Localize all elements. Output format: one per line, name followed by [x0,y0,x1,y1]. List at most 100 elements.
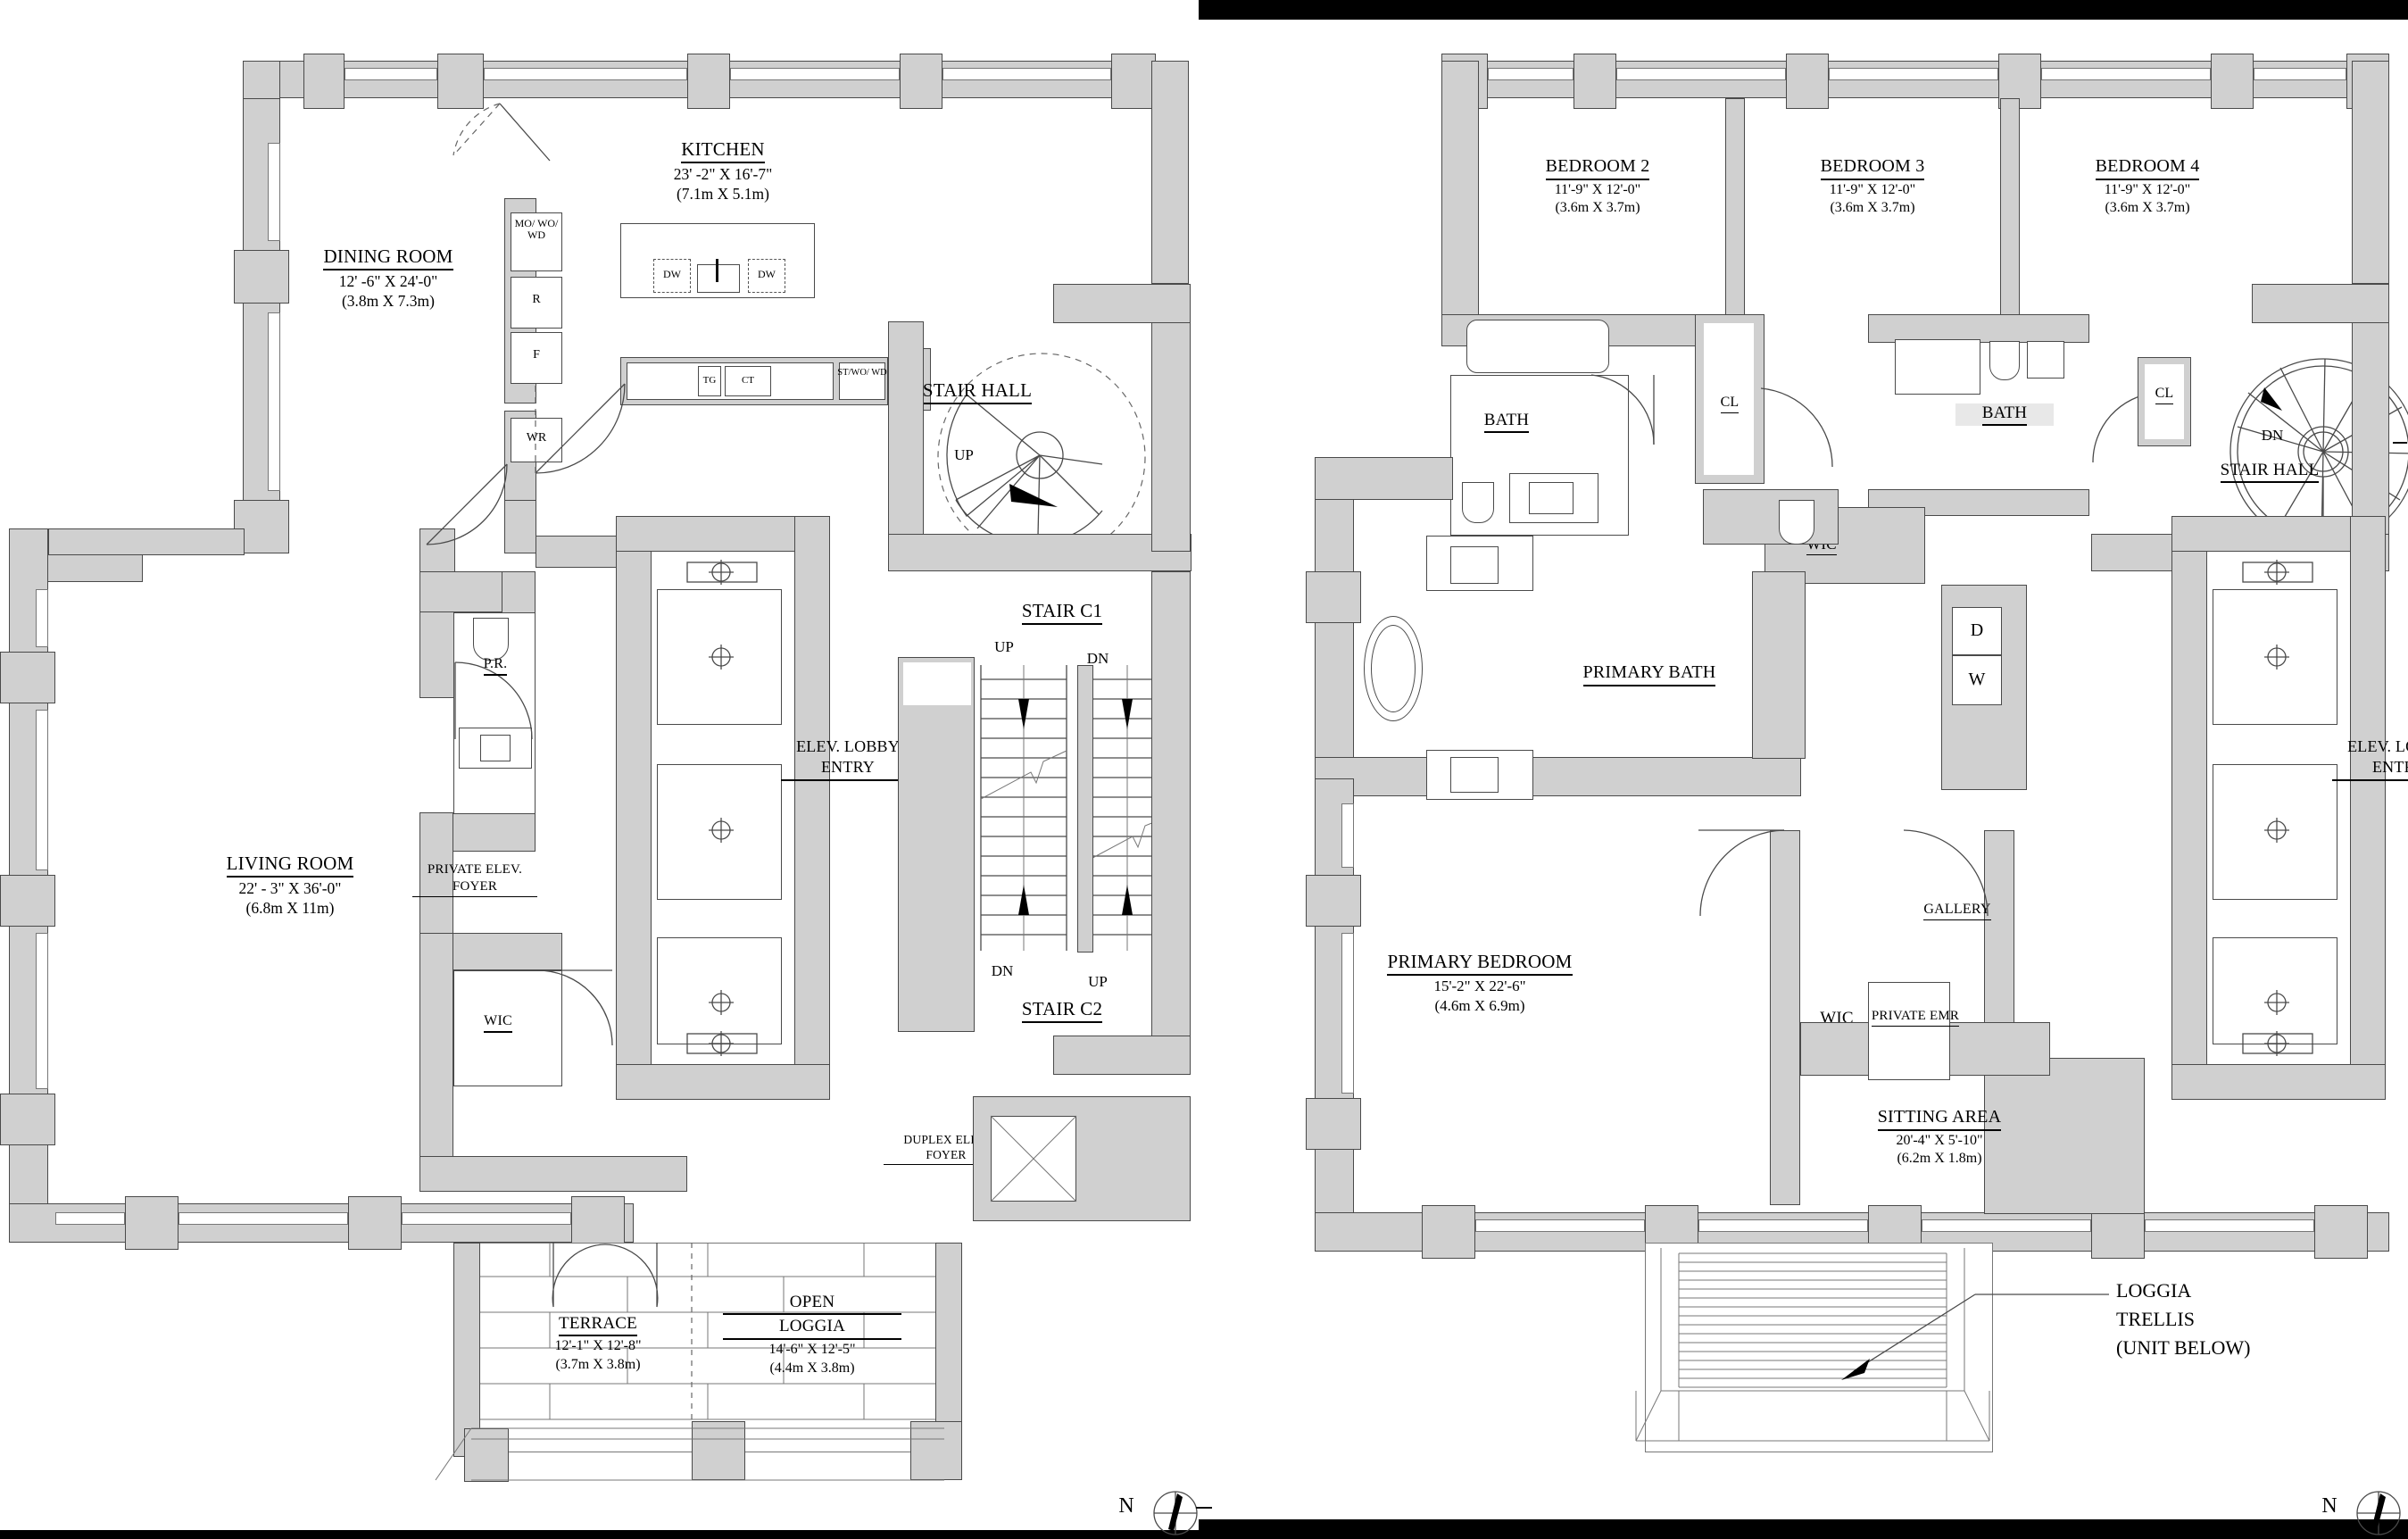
label-terrace-imperial: 12'-1" X 12'-8" [554,1338,642,1354]
r-wall-pbath-left-pier [1306,571,1361,623]
label-stair-c2-left-text: STAIR C2 [1021,998,1103,1023]
r-window-top-1 [1488,68,1574,80]
elevator-cab-3 [657,937,782,1044]
wic-room [453,970,562,1086]
label-pr: P.R. [451,656,540,676]
r-annotation-line3: (UNIT BELOW) [2116,1335,2251,1359]
label-living-room: LIVING ROOM 22' - 3" X 36'-0" (6.8m X 11… [152,853,428,918]
wic-door-swing [536,969,613,1046]
appliance-tag-tg: TG [702,375,717,386]
wall-living-bottom-pier2 [348,1196,402,1250]
r-trellis-outer [1645,1243,1993,1452]
window-dining-1 [268,143,280,241]
wall-living-left-pier1 [0,652,55,703]
kitchen-sink [697,264,740,293]
terrace-french-door [552,1243,659,1308]
r-wall-pbed-bottom-pier5 [2314,1205,2368,1259]
stair-mid-wall-left [1077,665,1093,953]
r-trellis-slats [1635,1248,1990,1442]
wall-loggia-pier-left [453,1243,480,1457]
pr-sink-basin [480,735,511,761]
wall-elev-block-bottom [616,1064,830,1100]
r-elevator-markers [2242,560,2313,1056]
kitchen-tg [698,366,721,396]
r-label-sitting-area-metric: (6.2m X 1.8m) [1897,1151,1982,1167]
r-window-top-3 [1829,68,1998,80]
r-cl2-inner [2145,364,2184,439]
wall-pier-top-5 [1111,54,1156,109]
r-bathtub-1 [1466,320,1609,373]
door-dining-kitchen-upper [453,103,551,162]
r-window-top-2 [1616,68,1786,80]
r-wall-pbath-toiletnook [1703,489,1839,545]
r-label-bedroom-3-imperial: 11'-9" X 12'-0" [1829,181,1916,197]
door-dining-entry [426,463,508,545]
window-living-bottom-3 [402,1212,571,1225]
top-black-bar [1199,0,2408,20]
bottom-black-bar [1199,1519,2408,1539]
r-appliance-w [1952,655,2002,705]
r-label-primary-bedroom-metric: (4.6m X 6.9m) [1434,996,1525,1014]
kitchen-faucet [716,259,718,282]
wall-dining-living-connector [48,528,245,555]
r-wall-bath2-bottom [1868,489,2089,516]
label-wic-left-text: WIC [484,1013,512,1033]
label-living-room-name: LIVING ROOM [226,853,354,878]
r-bath2-shower [1895,339,1980,395]
wall-pier-top-4 [900,54,942,109]
r-bath1-door [1590,374,1655,445]
label-open-loggia-imperial: 14'-6" X 12'-5" [768,1341,856,1357]
label-stair-c1-left: STAIR C1 [986,600,1138,625]
r-label-primary-bath-text: PRIMARY BATH [1582,662,1716,686]
r-wall-pbed-bottom-pier1 [1422,1205,1475,1259]
wall-elev-block-left [616,516,652,1096]
r-label-stair-hall-text: STAIR HALL [2220,461,2320,484]
r-label-cl-1: CL [1702,395,1757,413]
label-open-loggia-line2: LOGGIA [723,1317,901,1340]
north-label-left: N [1118,1494,1134,1518]
label-terrace-metric: (3.7m X 3.8m) [555,1357,641,1373]
appliance-tag-wr: WR [526,431,547,445]
r-label-bedroom-4-name: BEDROOM 4 [2095,156,2200,180]
wall-stairhall-left [888,321,924,553]
label-stair-c2-left: STAIR C2 [986,998,1138,1023]
north-label-right: N [2321,1494,2337,1518]
label-dining-room-metric: (3.8m X 7.3m) [341,292,436,311]
wall-living-bottom-pier1 [125,1196,179,1250]
r-wall-pbed-pier1 [1306,875,1361,927]
r-label-bedroom-2-metric: (3.6m X 3.7m) [1555,200,1640,216]
appliance-tag-st-wo-wd: ST/WO/ WD [837,368,887,378]
wall-living-right-upper [419,528,455,698]
r-wall-pbath-shower [1752,571,1806,759]
label-stair-c1-left-text: STAIR C1 [1021,600,1103,625]
window-living-bottom-1 [55,1212,125,1225]
terrace-railing [435,1427,944,1481]
r-label-stair-hall: STAIR HALL [2189,461,2350,484]
r-wall-stairhall-right [2352,284,2389,552]
label-stair-hall-left-text: STAIR HALL [922,379,1033,404]
r-label-bath-2-text: BATH [1981,403,2028,427]
r-wall-bed4-right [2352,61,2389,284]
r-wall-elev-right [2350,516,2386,1096]
r-wall-elev-bottom [2171,1064,2386,1100]
r-window-bottom-4 [2145,1219,2314,1232]
r-cl1-door [1760,387,1833,468]
r-bath2-sink [2027,341,2064,379]
window-dining-2 [268,312,280,491]
r-label-primary-bedroom-imperial: 15'-2" X 22'-6" [1433,977,1526,994]
r-window-top-4 [2041,68,2211,80]
wall-pier-top-3 [687,54,730,109]
stair-hall-direction-up: UP [954,446,974,463]
wall-right-kitchen [1151,61,1189,284]
r-pbath-toilet [1779,500,1814,545]
left-floor-plan: MO/ WO/ WD R F WR DW DW TG CT ST/WO/ WD [0,0,1212,1539]
label-wic-left: WIC [453,1013,543,1033]
r-wall-bed2-3-divider [1725,98,1745,321]
left-bottom-black-bar [0,1530,1199,1539]
r-wall-pbath-top [1315,457,1453,500]
r-label-bedroom-3-metric: (3.6m X 3.7m) [1830,200,1915,216]
r-label-private-emr: PRIVATE EMR [1866,1007,1964,1027]
r-wall-elev-left [2171,516,2207,1096]
r-bath1-toilet [1462,482,1494,523]
wall-stair-bottom [1053,1036,1191,1075]
